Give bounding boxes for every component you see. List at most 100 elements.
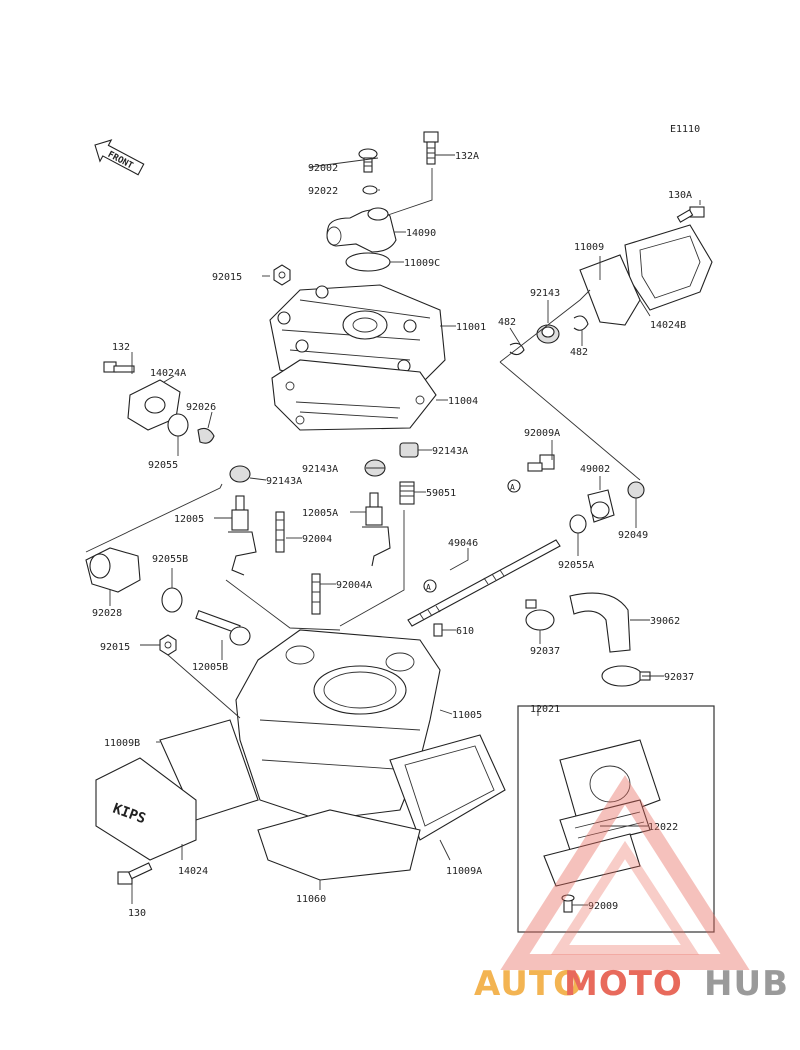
label-92004: 92004 <box>302 534 332 545</box>
label-11009A: 11009A <box>446 866 482 877</box>
diagram-code: E1110 <box>670 124 700 135</box>
label-610: 610 <box>456 626 474 637</box>
label-12022: 12022 <box>648 822 678 833</box>
grommet-92143A-left <box>229 465 251 483</box>
valve-12005 <box>228 495 257 576</box>
holder-49002 <box>587 489 615 523</box>
stud-92004 <box>275 511 285 553</box>
front-arrow-icon: FRONT <box>94 139 145 176</box>
label-14024A: 14024A <box>150 368 186 379</box>
label-14024: 14024 <box>178 866 208 877</box>
cover-14024A <box>127 379 181 431</box>
label-92015-top: 92015 <box>212 272 242 283</box>
label-92026: 92026 <box>186 402 216 413</box>
watermark-logo <box>500 775 750 970</box>
nut-92015-top <box>273 264 291 286</box>
label-49002: 49002 <box>580 464 610 475</box>
bolt-130 <box>117 862 153 885</box>
reed-12022 <box>559 799 651 851</box>
label-11060: 11060 <box>296 894 326 905</box>
clamp-92037-upper <box>525 599 555 631</box>
oring-92055B <box>161 587 183 613</box>
bolt-132 <box>103 361 135 373</box>
label-59051: 59051 <box>426 488 456 499</box>
label-92037-upper: 92037 <box>530 646 560 657</box>
seal-92049 <box>627 481 645 499</box>
label-11009B: 11009B <box>104 738 140 749</box>
leader-lines <box>85 154 701 906</box>
svg-text:A: A <box>510 483 515 492</box>
label-11004: 11004 <box>448 396 478 407</box>
label-130: 130 <box>128 908 146 919</box>
washer-92022 <box>362 185 378 195</box>
label-92009: 92009 <box>588 901 618 912</box>
part-labels: 92002 132A 92022 14090 11009C 92015 1100… <box>92 151 694 919</box>
label-12005A: 12005A <box>302 508 338 519</box>
label-14090: 14090 <box>406 228 436 239</box>
label-92055B: 92055B <box>152 554 188 565</box>
rod-49046 <box>407 539 561 627</box>
label-92143A-mid: 92143A <box>302 464 338 475</box>
label-92002: 92002 <box>308 163 338 174</box>
grommet-92143A-right <box>399 442 419 458</box>
oring-92055A <box>569 514 587 534</box>
svg-text:A: A <box>426 583 431 592</box>
label-12021: 12021 <box>530 704 560 715</box>
side-cover-14024: KIPS <box>95 757 197 861</box>
bolt-130A <box>676 206 705 223</box>
label-482-a: 482 <box>498 317 516 328</box>
label-92055A: 92055A <box>558 560 594 571</box>
water-outlet-14090 <box>326 207 397 253</box>
stud-92004A <box>311 573 321 615</box>
bolt-132A <box>423 131 439 165</box>
reed-valve-box <box>517 705 715 933</box>
marker-a-rod: A <box>423 579 437 593</box>
stopper-plate <box>543 833 641 887</box>
oring-92055 <box>167 413 189 437</box>
label-39062: 39062 <box>650 616 680 627</box>
head-gasket-11004 <box>271 359 437 431</box>
label-11005: 11005 <box>452 710 482 721</box>
label-11009C: 11009C <box>404 258 440 269</box>
cylinder-11005 <box>235 629 441 821</box>
base-gasket-11060 <box>257 809 421 881</box>
hose-39062 <box>569 592 631 653</box>
nut-92015-lower <box>159 634 177 656</box>
reed-gasket-11009A <box>389 734 506 841</box>
label-132: 132 <box>112 342 130 353</box>
clip-482-b <box>573 315 589 331</box>
label-92143A-left: 92143A <box>266 476 302 487</box>
label-92004A: 92004A <box>336 580 372 591</box>
valve-12005B <box>195 610 251 646</box>
marker-a-left: A <box>507 479 521 493</box>
label-132A: 132A <box>455 151 479 162</box>
label-49046: 49046 <box>448 538 478 549</box>
gasket-11009C <box>345 252 391 272</box>
label-11009: 11009 <box>574 242 604 253</box>
holder-92028 <box>85 547 141 593</box>
watermark-text-auto: AUTO <box>474 964 583 1004</box>
label-12005: 12005 <box>174 514 204 525</box>
pin-610 <box>433 623 443 637</box>
label-92028: 92028 <box>92 608 122 619</box>
gear-59051 <box>399 481 415 505</box>
label-92143: 92143 <box>530 288 560 299</box>
gasket-11009 <box>579 254 641 326</box>
bolt-92009A <box>527 454 555 472</box>
label-92022: 92022 <box>308 186 338 197</box>
label-14024B: 14024B <box>650 320 686 331</box>
label-92037-lower: 92037 <box>664 672 694 683</box>
watermark-text-hub: HUB <box>704 964 789 1004</box>
label-11001: 11001 <box>456 322 486 333</box>
label-92009A: 92009A <box>524 428 560 439</box>
label-12005B: 12005B <box>192 662 228 673</box>
grommet-92143 <box>536 324 560 344</box>
label-92143A-right: 92143A <box>432 446 468 457</box>
label-92015-lower: 92015 <box>100 642 130 653</box>
label-92055: 92055 <box>148 460 178 471</box>
label-130A: 130A <box>668 190 692 201</box>
valve-12005A <box>362 492 391 567</box>
watermark-text-moto: MOTO <box>564 964 683 1004</box>
